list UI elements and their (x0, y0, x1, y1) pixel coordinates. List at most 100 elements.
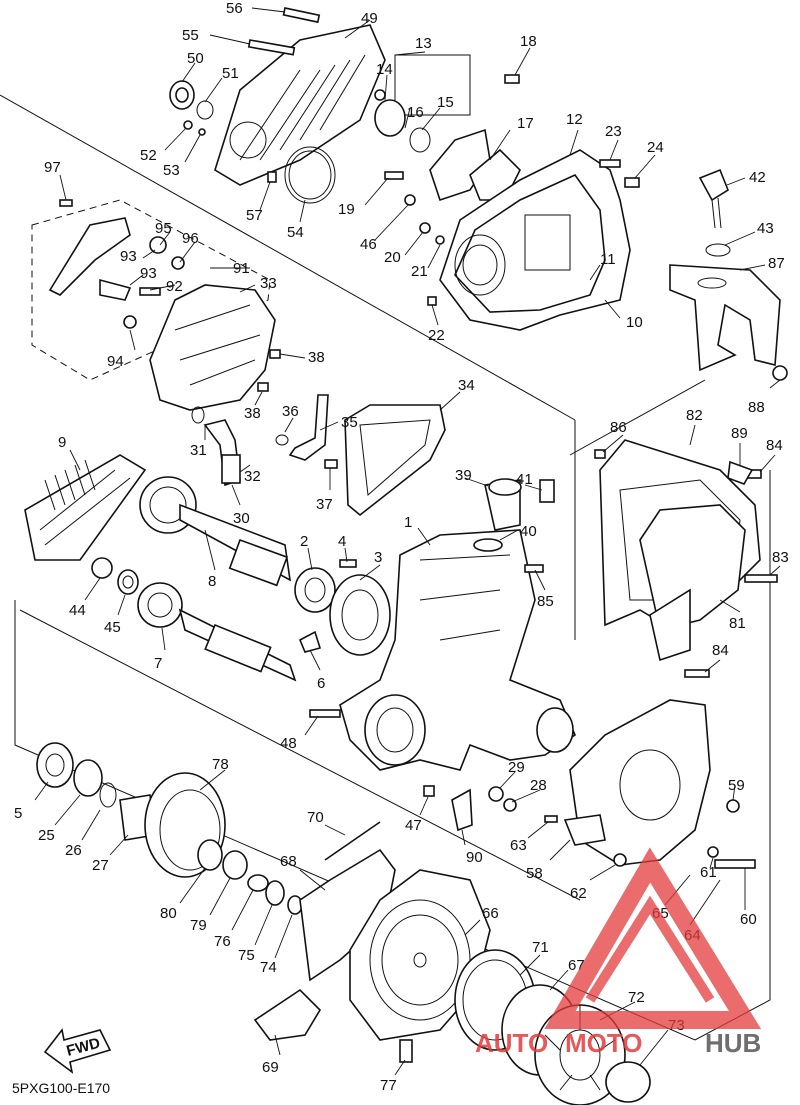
watermark-text: AUTO MOTO HUB (475, 1028, 761, 1058)
callout-81: 81 (729, 615, 746, 632)
rod-70 (324, 821, 381, 861)
callout-20: 20 (384, 249, 401, 266)
callout-92: 92 (166, 278, 183, 295)
callout-24: 24 (647, 139, 664, 156)
callout-59: 59 (728, 777, 745, 794)
callout-82: 82 (686, 407, 703, 424)
callout-26: 26 (65, 842, 82, 859)
o-ring-43 (705, 243, 731, 257)
diagram-code: 5PXG100-E170 (12, 1080, 110, 1096)
watermark-logo (544, 847, 762, 1029)
callout-61: 61 (700, 864, 717, 881)
bolt-48 (309, 709, 341, 718)
pipe-35 (275, 394, 329, 461)
callout-46: 46 (360, 236, 377, 253)
bearings-5-25-26-27 (36, 742, 156, 841)
callout-30: 30 (233, 510, 250, 527)
callout-55: 55 (182, 27, 199, 44)
callout-28: 28 (530, 777, 547, 794)
callout-96: 96 (182, 230, 199, 247)
callout-8: 8 (208, 573, 216, 590)
callout-58: 58 (526, 865, 543, 882)
bolt-4 (339, 559, 357, 568)
callout-53: 53 (163, 162, 180, 179)
callout-78: 78 (212, 756, 229, 773)
callout-54: 54 (287, 224, 304, 241)
callout-90: 90 (466, 849, 483, 866)
callout-13: 13 (415, 35, 432, 52)
callout-23: 23 (605, 123, 622, 140)
callout-43: 43 (757, 220, 774, 237)
gear-shaft-7 (137, 582, 297, 682)
callout-72: 72 (628, 989, 645, 1006)
fwd-arrow-icon: FWD (43, 1028, 112, 1074)
bolts-55-56 (247, 7, 321, 56)
dipstick-42 (698, 168, 729, 229)
callout-5: 5 (14, 805, 22, 822)
callout-15: 15 (437, 94, 454, 111)
bracket-97 (48, 199, 131, 296)
crankcase-1 (339, 529, 576, 771)
callout-27: 27 (92, 857, 109, 874)
callout-38b: 38 (244, 405, 261, 422)
watermark-text-auto: AUTO (475, 1028, 548, 1058)
crankcase-cover-49 (214, 24, 386, 186)
fitting-39-40-41 (473, 478, 555, 552)
callout-35: 35 (341, 414, 358, 431)
callout-85: 85 (537, 593, 554, 610)
callout-69: 69 (262, 1059, 279, 1076)
gear-shaft-8 (139, 476, 292, 587)
callout-71: 71 (532, 939, 549, 956)
watermark-text-moto: MOTO (565, 1028, 643, 1058)
callout-25: 25 (38, 827, 55, 844)
callout-45: 45 (104, 619, 121, 636)
callout-93b: 93 (140, 265, 157, 282)
bolt-18 (504, 74, 520, 84)
callout-16: 16 (407, 104, 424, 121)
callout-79: 79 (190, 917, 207, 934)
callout-42: 42 (749, 169, 766, 186)
seal-50-51-52-53 (169, 80, 214, 136)
callout-6: 6 (317, 675, 325, 692)
callout-7: 7 (154, 655, 162, 672)
callout-76: 76 (214, 933, 231, 950)
callout-70: 70 (307, 809, 324, 826)
callout-34: 34 (458, 377, 475, 394)
watermark-text-hub: HUB (705, 1028, 761, 1058)
callout-77: 77 (380, 1077, 397, 1094)
bolt-85 (524, 564, 544, 573)
callout-68: 68 (280, 853, 297, 870)
callout-50: 50 (187, 50, 204, 67)
bearing-2-3 (294, 567, 391, 656)
washers-74-75-76 (247, 874, 303, 915)
parts-28-29-47-90 (423, 785, 517, 832)
bolts-59-60-61 (544, 799, 756, 869)
callout-47: 47 (405, 817, 422, 834)
callout-18: 18 (520, 33, 537, 50)
callout-95: 95 (155, 220, 172, 237)
cover-68 (253, 848, 396, 1041)
callout-63: 63 (510, 837, 527, 854)
pulley-78 (144, 772, 248, 880)
callout-88: 88 (748, 399, 765, 416)
housing-33 (149, 284, 276, 411)
callout-48: 48 (280, 735, 297, 752)
gasket-81 (639, 504, 746, 662)
callout-9: 9 (58, 434, 66, 451)
cap-73 (605, 1061, 651, 1103)
callout-32: 32 (244, 468, 261, 485)
callout-14: 14 (376, 61, 393, 78)
callout-83: 83 (772, 549, 789, 566)
wheel-72 (534, 1004, 626, 1105)
callout-56: 56 (226, 0, 243, 17)
callout-84a: 84 (766, 437, 783, 454)
callout-38a: 38 (308, 349, 325, 366)
callout-80: 80 (160, 905, 177, 922)
callout-91: 91 (233, 260, 250, 277)
leader-lines (34, 7, 781, 1076)
washers-44-45 (91, 557, 139, 595)
bolt-19 (384, 171, 404, 180)
callout-86: 86 (610, 419, 627, 436)
belt-9 (24, 454, 147, 561)
callout-39: 39 (455, 467, 472, 484)
